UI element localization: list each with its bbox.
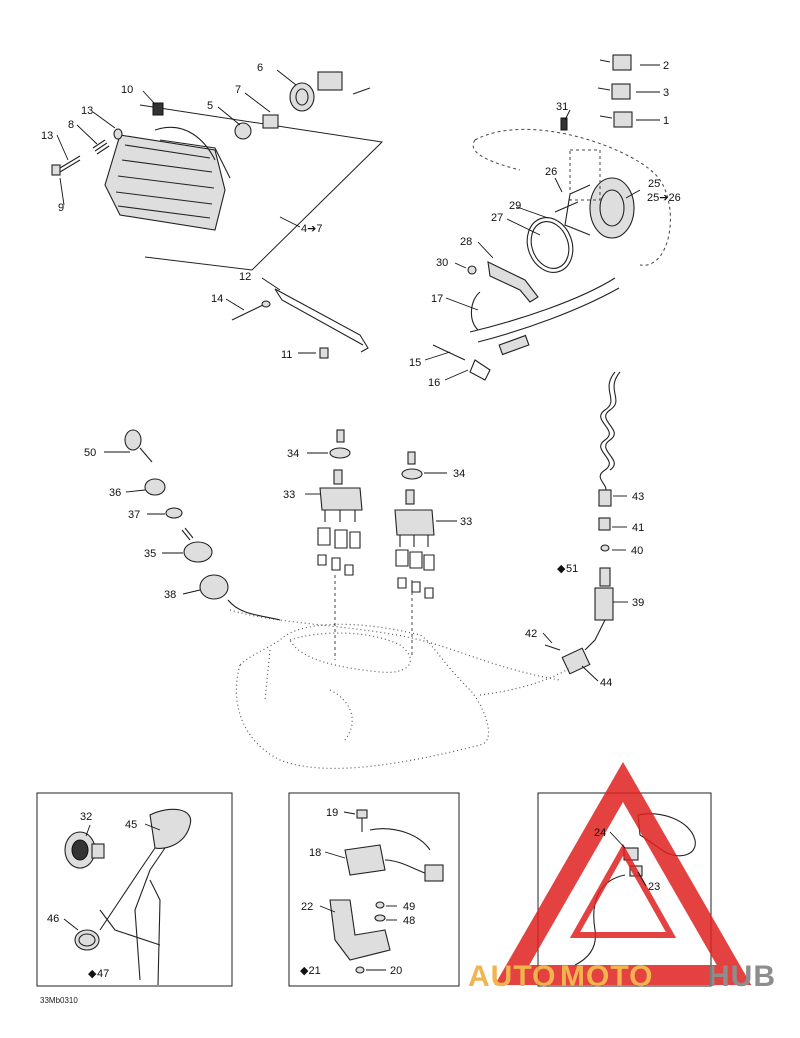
leader-lines [56, 64, 660, 971]
callout-2: 2 [663, 60, 669, 72]
switch-and-hood-assembly [124, 429, 561, 769]
callout-24: 24 [594, 827, 606, 839]
callout-49: 49 [403, 901, 415, 913]
callout-13-lower: 13 [41, 130, 53, 142]
callout-48: 48 [403, 915, 415, 927]
callout-3: 3 [663, 87, 669, 99]
callout-46: 46 [47, 913, 59, 925]
callout-22: 22 [301, 901, 313, 913]
callout-33-left: 33 [283, 489, 295, 501]
callout-18: 18 [309, 847, 321, 859]
callout-14: 14 [211, 293, 223, 305]
callout-7: 7 [235, 84, 241, 96]
callout-25: 25 [648, 178, 660, 190]
callout-6: 6 [257, 62, 263, 74]
callout-37: 37 [128, 509, 140, 521]
callout-40: 40 [631, 545, 643, 557]
callout-23: 23 [648, 881, 660, 893]
callout-31: 31 [556, 101, 568, 113]
callout-47-marker: ◆ [88, 968, 97, 980]
detail-box-middle [288, 792, 460, 987]
callout-36: 36 [109, 487, 121, 499]
callout-10: 10 [121, 84, 133, 96]
detail-box-left [36, 792, 233, 987]
callout-43: 43 [632, 491, 644, 503]
callout-41: 41 [632, 522, 644, 534]
callout-44: 44 [600, 677, 612, 689]
drawing-code: 33Mb0310 [40, 996, 78, 1005]
automotohub-watermark: AUTO MOTO HUB [468, 761, 776, 993]
callout-15: 15 [409, 357, 421, 369]
watermark-text-hub: HUB [708, 960, 776, 993]
callout-27: 27 [491, 212, 503, 224]
callout-21: ◆21 [300, 965, 321, 977]
callout-13-upper: 13 [81, 105, 93, 117]
callout-33-right: 33 [460, 516, 472, 528]
callout-32: 32 [80, 811, 92, 823]
callout-38: 38 [164, 589, 176, 601]
callout-labels: 1 2 3 4➔7 5 6 7 8 9 10 11 12 13 13 14 15… [41, 60, 681, 980]
callout-9: 9 [58, 202, 64, 214]
callout-12: 12 [239, 271, 251, 283]
callout-28: 28 [460, 236, 472, 248]
callout-25-to-26: 25➔26 [647, 192, 681, 204]
callout-5: 5 [207, 100, 213, 112]
watermark-text-auto: AUTO [468, 960, 556, 993]
callout-50: 50 [84, 447, 96, 459]
callout-51: 51 [566, 563, 578, 575]
callout-42: 42 [525, 628, 537, 640]
watermark-text-moto: MOTO [560, 960, 653, 993]
callout-30: 30 [436, 257, 448, 269]
detail-middle-parts [329, 809, 444, 974]
callout-8: 8 [68, 119, 74, 131]
callout-11: 11 [281, 349, 292, 361]
callout-26: 26 [545, 166, 557, 178]
callout-20: 20 [390, 965, 402, 977]
callout-17: 17 [431, 293, 443, 305]
callout-39: 39 [632, 597, 644, 609]
callout-1: 1 [663, 115, 669, 127]
callout-16: 16 [428, 377, 440, 389]
callout-35: 35 [144, 548, 156, 560]
callout-47: 47 [97, 968, 109, 980]
detail-left-parts [64, 808, 192, 986]
callout-51-marker: ◆ [557, 563, 566, 575]
callout-4-to-7: 4➔7 [301, 223, 322, 235]
sensor-harness [479, 371, 621, 696]
callout-34-left: 34 [287, 448, 299, 460]
callout-29: 29 [509, 200, 521, 212]
callout-19: 19 [326, 807, 338, 819]
headlight-assembly [51, 71, 384, 359]
callout-45: 45 [125, 819, 137, 831]
callout-34-right: 34 [453, 468, 465, 480]
gauge-assembly [432, 54, 671, 381]
